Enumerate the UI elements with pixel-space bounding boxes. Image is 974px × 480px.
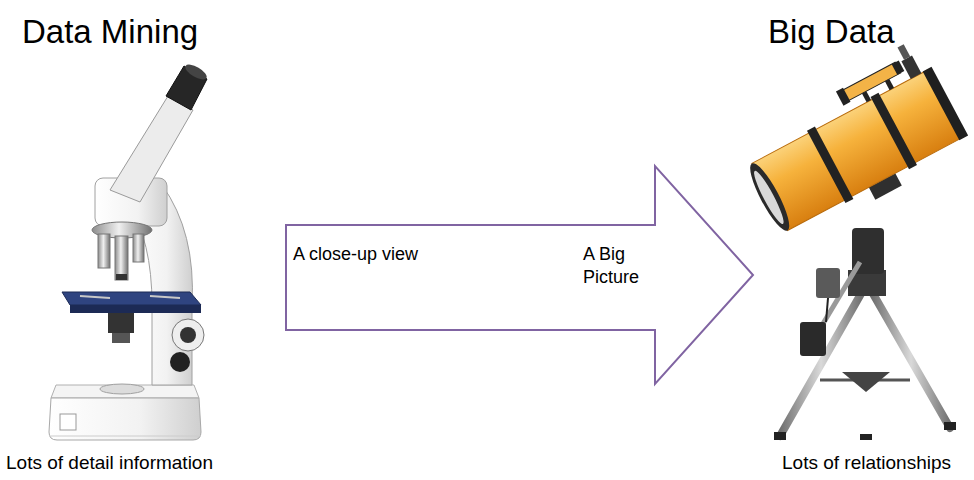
column-heading: Big Data	[768, 12, 895, 52]
column-caption: Lots of relationships	[782, 452, 951, 475]
telescope-illustration	[728, 38, 974, 440]
arrow-text: A close-up view	[293, 243, 427, 266]
column-caption: Lots of detail information	[6, 452, 213, 475]
arrow-outline-path	[286, 166, 753, 384]
arrow-text: A Big Picture	[583, 243, 651, 290]
arrow-shape: A close-up view A Big Picture	[285, 165, 755, 385]
arrow-outline	[285, 165, 755, 385]
microscope-illustration	[49, 62, 209, 440]
column-heading: Data Mining	[22, 12, 198, 52]
